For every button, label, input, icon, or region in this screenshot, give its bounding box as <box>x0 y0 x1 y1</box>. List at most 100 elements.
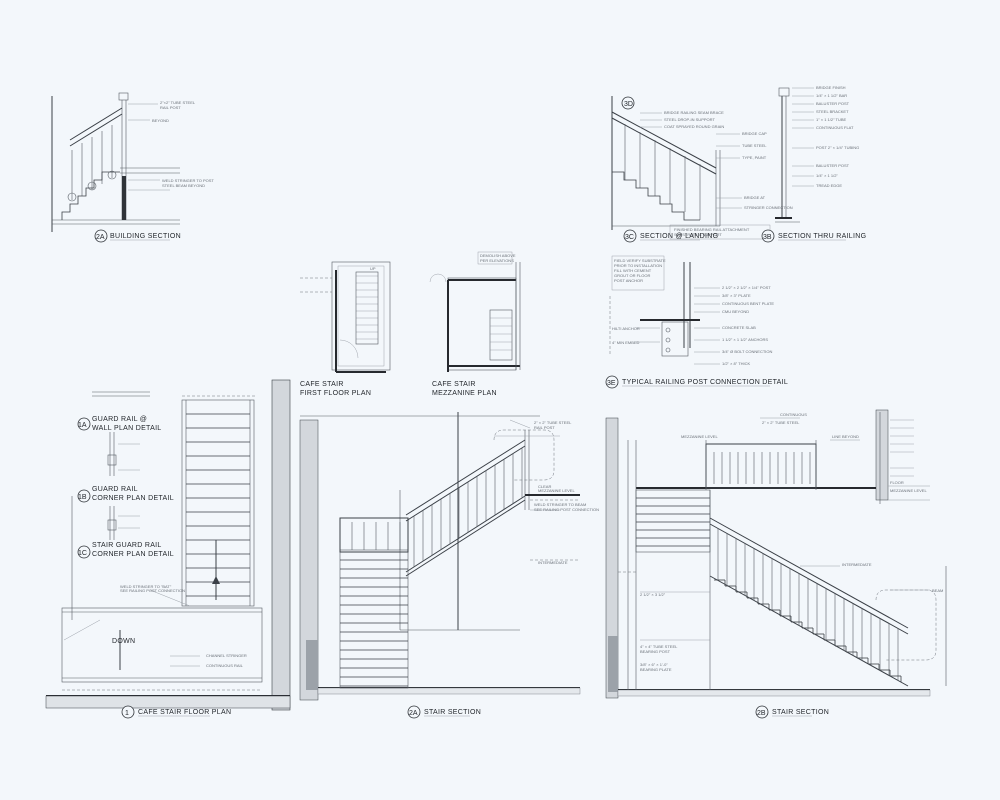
svg-text:1/4" × 1 1/2": 1/4" × 1 1/2" <box>816 173 838 178</box>
svg-text:COAT SPRAYED ROUND GRAIN: COAT SPRAYED ROUND GRAIN <box>664 124 724 129</box>
detail-building-section: 2"×2" TUBE STEEL RAIL POST BEYOND WELD S… <box>51 92 214 243</box>
svg-text:SUBSTRATE & SUPPORT: SUBSTRATE & SUPPORT <box>674 232 722 237</box>
svg-text:TYPE, PAINT: TYPE, PAINT <box>742 155 767 160</box>
svg-text:POST ANCHOR: POST ANCHOR <box>614 278 643 283</box>
svg-text:STEEL BEAM BEYOND: STEEL BEAM BEYOND <box>162 183 205 188</box>
title-1b-line1: GUARD RAIL <box>92 486 138 493</box>
svg-text:TREAD EDGE: TREAD EDGE <box>816 183 842 188</box>
detail-mezzanine-plan: DEMOLISH ABOVE PER ELEVATIONS CAFE STAIR… <box>429 251 521 397</box>
svg-text:1C: 1C <box>78 550 87 557</box>
svg-text:PER ELEVATIONS: PER ELEVATIONS <box>480 258 514 263</box>
title-1a-line1: GUARD RAIL @ <box>92 416 147 423</box>
title-1c-line1: STAIR GUARD RAIL <box>92 542 162 549</box>
svg-text:CONTINUOUS: CONTINUOUS <box>780 412 807 417</box>
svg-text:2A: 2A <box>409 710 418 717</box>
label-down: DOWN <box>112 638 135 645</box>
svg-text:2" × 2" TUBE STEEL: 2" × 2" TUBE STEEL <box>534 420 572 425</box>
svg-text:BALUSTER POST: BALUSTER POST <box>816 163 850 168</box>
svg-text:SEE RAILING POST CONNECTION: SEE RAILING POST CONNECTION <box>120 588 185 593</box>
svg-text:STEEL BRACKET: STEEL BRACKET <box>816 109 849 114</box>
svg-text:1B: 1B <box>78 494 87 501</box>
svg-text:RAIL POST: RAIL POST <box>160 105 181 110</box>
svg-text:3B: 3B <box>763 234 772 241</box>
svg-text:FIELD VERIFY SUBSTRATE: FIELD VERIFY SUBSTRATE <box>614 258 666 263</box>
svg-text:DEMOLISH ABOVE: DEMOLISH ABOVE <box>480 253 516 258</box>
svg-text:BALUSTER POST: BALUSTER POST <box>816 101 850 106</box>
title-mezz-line1: CAFE STAIR <box>432 381 476 388</box>
svg-text:CONTINUOUS BENT PLATE: CONTINUOUS BENT PLATE <box>722 301 774 306</box>
svg-text:3C: 3C <box>625 234 634 241</box>
title-floor-plan: CAFE STAIR FLOOR PLAN <box>138 709 231 716</box>
svg-text:INTERMEDIATE: INTERMEDIATE <box>842 562 872 567</box>
svg-text:CONCRETE SLAB: CONCRETE SLAB <box>722 325 756 330</box>
svg-text:MEZZANINE LEVEL: MEZZANINE LEVEL <box>538 488 575 493</box>
svg-text:MEZZANINE LEVEL: MEZZANINE LEVEL <box>890 488 927 493</box>
svg-text:STRINGER CONNECTION: STRINGER CONNECTION <box>744 205 793 210</box>
svg-text:1/2" × 8" THICK: 1/2" × 8" THICK <box>722 361 751 366</box>
title-section-landing: SECTION @ LANDING <box>640 233 718 240</box>
svg-text:CONTINUOUS FLAT: CONTINUOUS FLAT <box>816 125 854 130</box>
detail-guard-rail-wall: 1A GUARD RAIL @ WALL PLAN DETAIL <box>77 391 162 432</box>
title-post-connection: TYPICAL RAILING POST CONNECTION DETAIL <box>622 379 788 386</box>
svg-text:SEE RAILING POST CONNECTION: SEE RAILING POST CONNECTION <box>534 507 599 512</box>
svg-text:STEEL DROP-IN SUPPORT: STEEL DROP-IN SUPPORT <box>664 117 715 122</box>
svg-text:BEYOND: BEYOND <box>152 118 169 123</box>
title-1b-line2: CORNER PLAN DETAIL <box>92 495 174 502</box>
detail-section-railing: BRIDGE FINISH 1/4" × 1 1/2" BAR BALUSTER… <box>761 85 866 243</box>
detail-cafe-stair-floor-plan: DOWN WELD STRINGER TO "BAT" SEE RAILING … <box>45 379 291 719</box>
svg-text:CHANNEL STRINGER: CHANNEL STRINGER <box>206 653 247 658</box>
svg-text:CONTINUOUS RAIL: CONTINUOUS RAIL <box>206 663 244 668</box>
svg-text:FINISHED BEARING RAIL ATTACHME: FINISHED BEARING RAIL ATTACHMENT <box>674 227 750 232</box>
svg-text:FLOOR: FLOOR <box>890 480 904 485</box>
svg-text:1A: 1A <box>78 422 87 429</box>
svg-text:WELD STRINGER TO BEAM: WELD STRINGER TO BEAM <box>534 502 586 507</box>
svg-text:GROUT OR FLOOR: GROUT OR FLOOR <box>614 273 650 278</box>
svg-text:BRIDGE FINISH: BRIDGE FINISH <box>816 85 846 90</box>
svg-text:3/4" Ø BOLT CONNECTION: 3/4" Ø BOLT CONNECTION <box>722 349 773 354</box>
svg-text:2"×2" TUBE STEEL: 2"×2" TUBE STEEL <box>160 100 196 105</box>
detail-wall-section-edge <box>879 412 914 504</box>
svg-text:BEARING PLATE: BEARING PLATE <box>640 667 672 672</box>
svg-text:CMU BEYOND: CMU BEYOND <box>722 309 749 314</box>
svg-text:BRIDGE CAP: BRIDGE CAP <box>742 131 767 136</box>
detail-first-floor-plan: UP CAFE STAIR FIRST FLOOR PLAN <box>300 261 391 397</box>
svg-text:WELD STRINGER TO "BAT": WELD STRINGER TO "BAT" <box>120 584 172 589</box>
svg-text:2A: 2A <box>96 234 105 241</box>
title-first-floor-line2: FIRST FLOOR PLAN <box>300 390 371 397</box>
svg-text:2" × 2" TUBE STEEL: 2" × 2" TUBE STEEL <box>762 420 800 425</box>
title-stair-section-2a: STAIR SECTION <box>424 709 481 716</box>
title-1a-line2: WALL PLAN DETAIL <box>92 425 162 432</box>
svg-text:BRIDGE RAILING SEAM BRACE: BRIDGE RAILING SEAM BRACE <box>664 110 724 115</box>
svg-text:INTERMEDIATE: INTERMEDIATE <box>538 560 568 565</box>
detail-stair-section-2b: MEZZANINE LEVEL CONTINUOUS 2" × 2" TUBE … <box>605 409 947 719</box>
svg-text:WELD STRINGER TO POST: WELD STRINGER TO POST <box>162 178 214 183</box>
detail-post-connection: FIELD VERIFY SUBSTRATE PRIOR TO INSTALLA… <box>605 255 788 389</box>
svg-text:LINE BEYOND: LINE BEYOND <box>832 434 859 439</box>
svg-text:1 1/2" × 1 1/2" ANCHORS: 1 1/2" × 1 1/2" ANCHORS <box>722 337 768 342</box>
svg-text:3/8" × 6" × 1'-0": 3/8" × 6" × 1'-0" <box>640 662 668 667</box>
svg-text:PRIOR TO INSTALLATION: PRIOR TO INSTALLATION <box>614 263 662 268</box>
svg-text:CLEAR: CLEAR <box>538 484 551 489</box>
title-1c-line2: CORNER PLAN DETAIL <box>92 551 174 558</box>
detail-section-landing: 3D BRIDGE RAILING SEAM BRACE STEEL DROP-… <box>611 96 793 243</box>
detail-stair-section-2a: 2" × 2" TUBE STEEL RAIL POST WELD STRING… <box>299 412 599 719</box>
svg-text:4" × 4" TUBE STEEL: 4" × 4" TUBE STEEL <box>640 644 678 649</box>
svg-text:3D: 3D <box>624 101 633 108</box>
svg-text:1/4" × 1 1/2" BAR: 1/4" × 1 1/2" BAR <box>816 93 847 98</box>
title-first-floor-line1: CAFE STAIR <box>300 381 344 388</box>
svg-text:POST 2" × 1/4" TUBING: POST 2" × 1/4" TUBING <box>816 145 859 150</box>
title-section-railing: SECTION THRU RAILING <box>778 233 866 240</box>
svg-text:2 1/2" × 3 1/2": 2 1/2" × 3 1/2" <box>640 592 666 597</box>
svg-text:4" MIN EMBED: 4" MIN EMBED <box>612 340 640 345</box>
title-building-section: BUILDING SECTION <box>110 233 181 240</box>
label-mezzanine: MEZZANINE LEVEL <box>681 434 718 439</box>
title-stair-section-2b: STAIR SECTION <box>772 709 829 716</box>
svg-text:3E: 3E <box>607 380 616 387</box>
svg-text:1: 1 <box>125 710 129 717</box>
svg-text:TUBE STEEL: TUBE STEEL <box>742 143 767 148</box>
svg-text:3/8" × 3" PLATE: 3/8" × 3" PLATE <box>722 293 751 298</box>
svg-text:2B: 2B <box>757 710 766 717</box>
svg-text:RAIL POST: RAIL POST <box>534 425 555 430</box>
svg-text:HILTI ANCHOR: HILTI ANCHOR <box>612 326 640 331</box>
